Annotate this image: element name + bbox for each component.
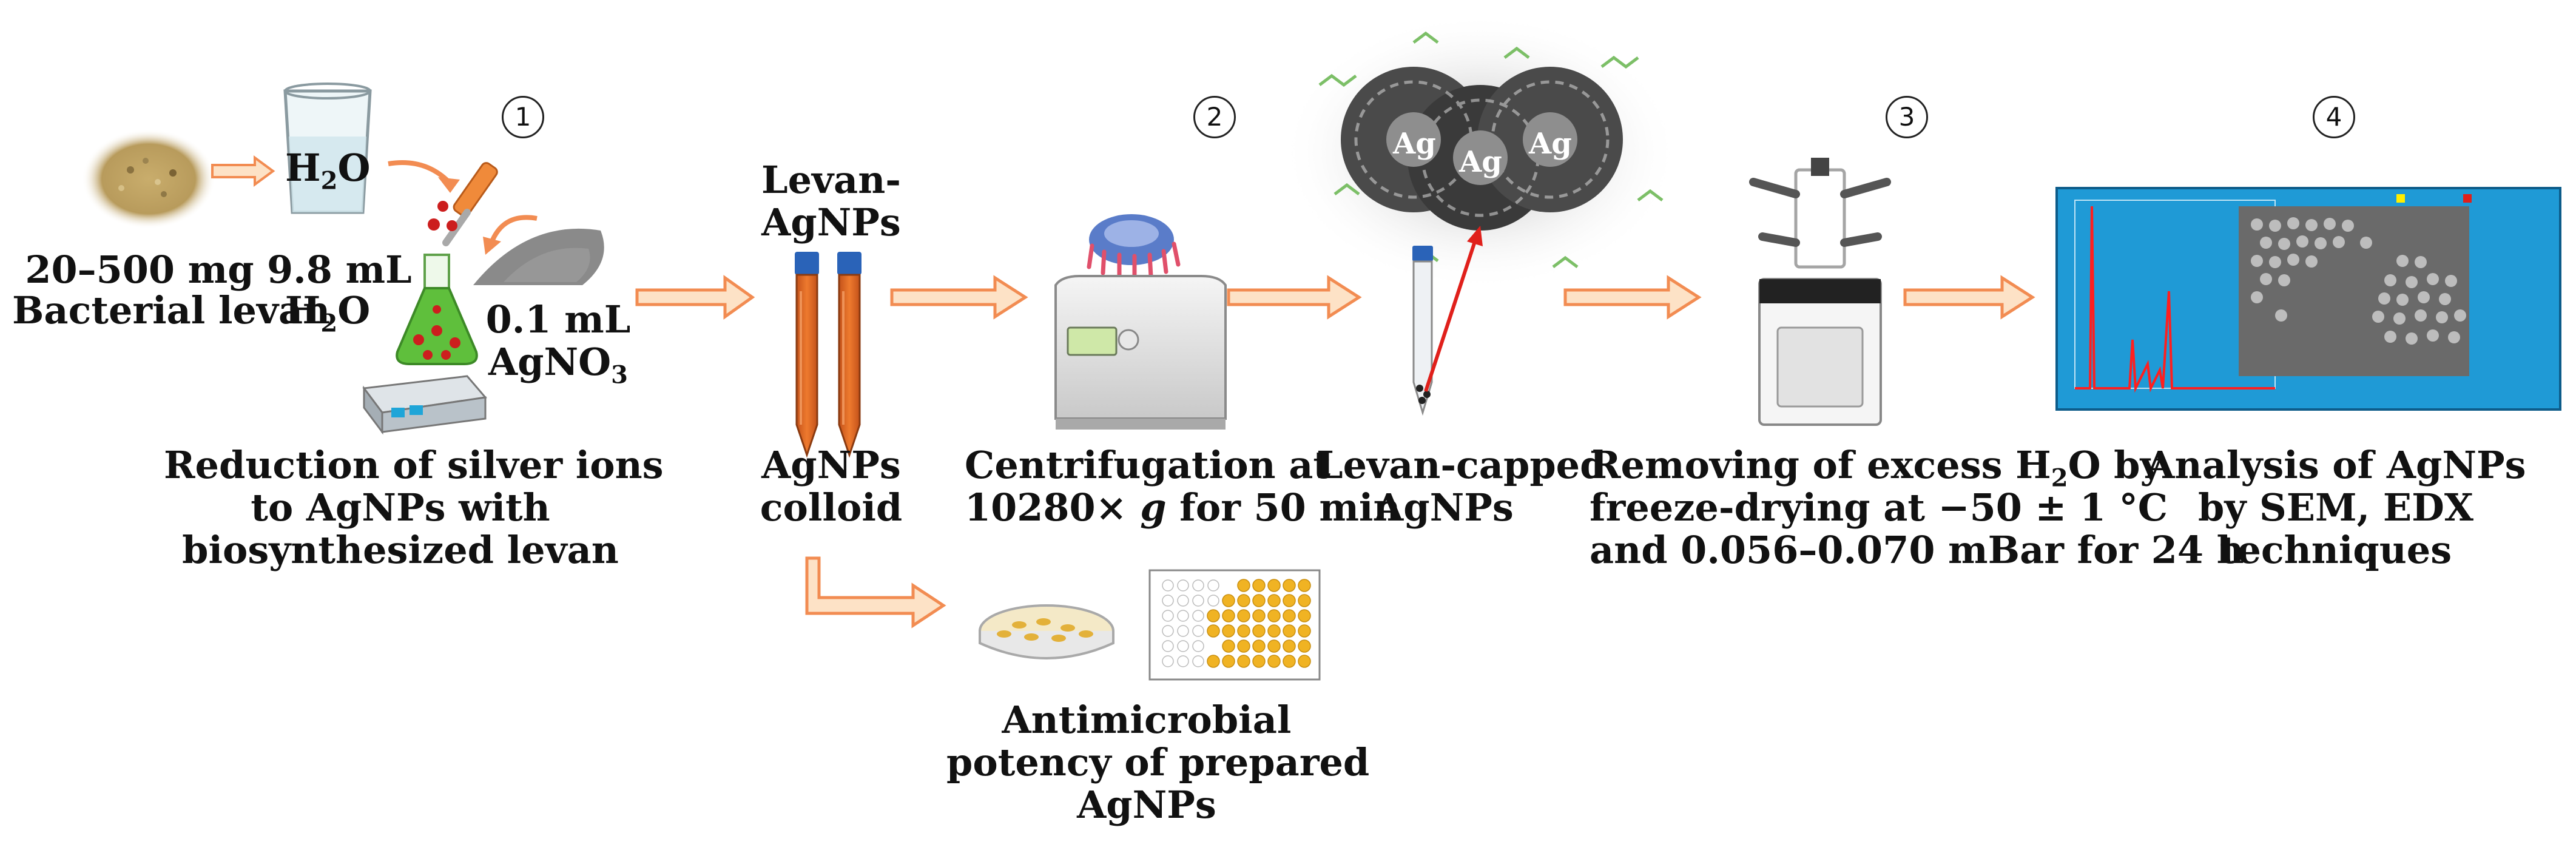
analysis-caption-line3: techniques xyxy=(2219,528,2452,572)
freeze-caption-line1: Removing of excess H2O by xyxy=(1590,443,2162,501)
analysis-caption-line2: by SEM, EDX xyxy=(2198,485,2473,530)
water-formula-sub: 2 xyxy=(320,309,338,338)
reduction-caption-line3: biosynthesized levan xyxy=(182,528,619,572)
well-plate xyxy=(1148,569,1321,681)
tube-label-line1: Levan- xyxy=(761,158,902,202)
arrow-freezedryer-to-analysis xyxy=(1903,275,2035,320)
centrifugation-duration: for 50 min xyxy=(1166,485,1401,530)
antimicrobial-caption-line2: potency of prepared xyxy=(946,740,1370,784)
silver-formula: AgNO3 xyxy=(485,340,631,397)
glass-formula-h: H xyxy=(285,146,321,190)
reduction-caption-line2: to AgNPs with xyxy=(251,485,550,530)
freeze-dryer xyxy=(1749,158,1891,426)
centrifugation-caption-line2: 10280× g for 50 min xyxy=(965,485,1401,530)
glass-formula-sub: 2 xyxy=(320,166,338,195)
silver-nitrate-powder-pile xyxy=(473,228,604,285)
arrow-step1-to-tubes xyxy=(635,275,755,320)
arrow-silver-to-flask xyxy=(483,215,538,255)
centrifugation-g: g xyxy=(1140,485,1167,530)
nanoparticle-cluster xyxy=(1341,67,1623,231)
arrow-capped-to-freezedryer xyxy=(1563,275,1702,320)
step-marker-2: 2 xyxy=(1193,96,1236,138)
colloid-caption-line1: AgNPs xyxy=(761,443,901,487)
step-marker-3: 3 xyxy=(1886,96,1928,138)
centrifugation-speed: 10280× xyxy=(965,485,1141,530)
petri-dish xyxy=(979,604,1114,659)
step-marker-1: 1 xyxy=(502,96,544,138)
ag-label-2: Ag xyxy=(1459,145,1502,179)
freeze-caption-sub: 2 xyxy=(2051,464,2068,493)
capped-caption-line2: AgNPs xyxy=(1374,485,1514,530)
silver-formula-main: AgNO xyxy=(488,340,612,384)
step-marker-4: 4 xyxy=(2313,96,2355,138)
reduction-caption-line1: Reduction of silver ions xyxy=(164,443,664,487)
freeze-caption-pre: Removing of excess H xyxy=(1590,443,2051,487)
arrow-levan-to-water xyxy=(211,155,275,187)
analysis-caption-line1: Analysis of AgNPs xyxy=(2145,443,2526,487)
silver-formula-sub: 3 xyxy=(611,360,628,389)
edx-sem-screen xyxy=(2055,187,2561,411)
falcon-tube-left xyxy=(795,252,819,458)
levan-name: Bacterial levan xyxy=(12,288,331,332)
falcon-tube-right xyxy=(837,252,861,458)
centrifugation-caption-line1: Centrifugation at xyxy=(965,443,1331,487)
ag-label-1: Ag xyxy=(1393,127,1436,161)
arrow-centrifuge-to-capped xyxy=(1227,275,1362,320)
magnetic-stirrer xyxy=(362,375,487,435)
arrow-glass-to-pipette xyxy=(388,160,460,193)
centrifuge xyxy=(1054,275,1227,430)
glass-formula: H2O xyxy=(285,146,370,203)
small-tube xyxy=(1412,246,1433,416)
water-volume: 9.8 mL xyxy=(267,248,412,292)
levan-powder-pile xyxy=(82,129,215,229)
water-glass xyxy=(283,83,372,214)
centrifuge-rotor xyxy=(1087,214,1181,280)
colloid-caption-line2: colloid xyxy=(760,485,903,530)
levan-amount: 20–500 mg xyxy=(25,248,254,292)
capped-caption-line1: Levan-capped xyxy=(1317,443,1607,487)
water-formula-o: O xyxy=(337,288,371,332)
tube-label-line2: AgNPs xyxy=(761,200,901,244)
arrow-tubes-to-centrifuge xyxy=(890,275,1028,320)
water-formula-h: H xyxy=(285,288,321,332)
freeze-caption-line2: freeze-drying at −50 ± 1 °C xyxy=(1590,485,2168,530)
arrow-colloid-to-antimicrobial xyxy=(805,556,946,629)
freeze-caption-post: O by xyxy=(2068,443,2162,487)
red-pointer-arrow xyxy=(1424,226,1483,392)
antimicrobial-caption-line3: AgNPs xyxy=(1077,783,1216,827)
ag-label-3: Ag xyxy=(1529,127,1572,161)
freeze-caption-line3: and 0.056–0.070 mBar for 24 h xyxy=(1590,528,2244,572)
silver-drops xyxy=(428,201,457,231)
glass-formula-o: O xyxy=(337,146,371,190)
silver-volume: 0.1 mL xyxy=(485,297,631,342)
antimicrobial-caption-line1: Antimicrobial xyxy=(1002,698,1292,742)
water-formula-label: H2O xyxy=(267,288,388,346)
reaction-flask xyxy=(396,254,478,365)
